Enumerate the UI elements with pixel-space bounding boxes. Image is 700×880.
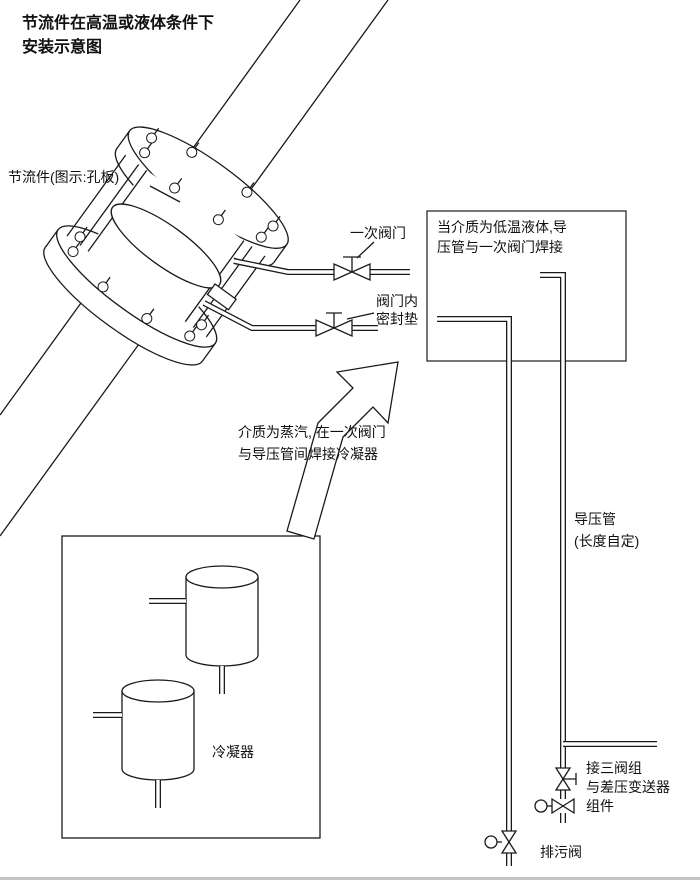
primary-valve-label: 一次阀门 bbox=[350, 225, 406, 241]
label-leader-lines bbox=[149, 185, 375, 320]
impulse-pipe-2 bbox=[540, 272, 566, 768]
flange-studs bbox=[66, 154, 266, 338]
gasket-label-line2: 密封垫 bbox=[376, 311, 418, 327]
note-box bbox=[426, 210, 627, 362]
manifold-valve-1 bbox=[554, 767, 577, 791]
note-box-text-line1: 当介质为低温液体,导 bbox=[437, 219, 567, 235]
gasket-label-line1: 阀门内 bbox=[376, 293, 418, 309]
condenser-label: 冷凝器 bbox=[212, 744, 254, 760]
steam-note-line1: 介质为蒸汽, 在一次阀门 bbox=[238, 424, 386, 440]
valve-connector-pipes bbox=[506, 790, 566, 866]
orifice-label: 节流件(图示:孔板) bbox=[8, 169, 119, 185]
orifice-plate-tab bbox=[206, 283, 238, 311]
impulse-pipe-label-line1: 导压管 bbox=[574, 511, 616, 527]
manifold-label-line1: 接三阀组 bbox=[586, 760, 642, 776]
manifold-valve-2 bbox=[534, 797, 575, 815]
handwheel bbox=[484, 835, 498, 849]
page-title-line1: 节流件在高温或液体条件下 bbox=[22, 13, 214, 32]
flange-1-bolts bbox=[139, 127, 281, 243]
page-edge bbox=[0, 877, 700, 880]
impulse-pipe-label-line2: (长度自定) bbox=[574, 533, 639, 549]
orifice-flange-assembly bbox=[43, 126, 289, 366]
page-title-line2: 安装示意图 bbox=[22, 37, 102, 56]
flange-2-bolts bbox=[67, 226, 210, 342]
drain-valve bbox=[484, 830, 518, 854]
steam-note-line2: 与导压管间焊接冷凝器 bbox=[238, 446, 378, 462]
condenser-cylinder-2 bbox=[93, 679, 195, 808]
drain-valve-label: 排污阀 bbox=[540, 844, 582, 860]
impulse-pipe-1 bbox=[437, 316, 512, 831]
orifice-plate bbox=[110, 203, 222, 289]
primary-valve bbox=[333, 256, 371, 282]
handwheel bbox=[534, 799, 548, 813]
condenser-box bbox=[61, 535, 321, 839]
pressure-taps bbox=[202, 258, 410, 331]
manifold-label-line3: 组件 bbox=[586, 798, 614, 814]
secondary-valve bbox=[315, 312, 353, 338]
condenser-cylinder-1 bbox=[149, 565, 259, 694]
manifold-label-line2: 与差压变送器 bbox=[586, 779, 670, 795]
note-box-text-line2: 压管与一次阀门焊接 bbox=[437, 239, 563, 255]
steam-note-arrow bbox=[286, 361, 399, 540]
